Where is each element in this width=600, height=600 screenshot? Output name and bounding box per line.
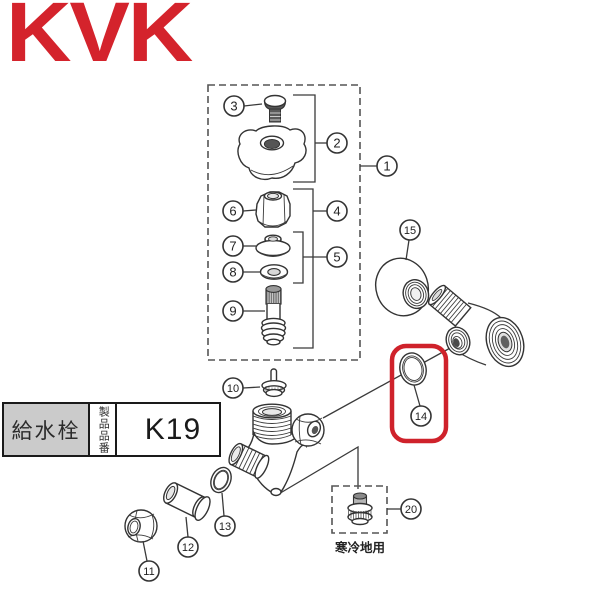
- svg-text:11: 11: [143, 566, 154, 578]
- callout-leaders: [142, 103, 421, 562]
- svg-text:3: 3: [230, 99, 237, 114]
- callout-13[interactable]: 13: [214, 515, 236, 537]
- callout-4[interactable]: 4: [326, 200, 348, 222]
- callout-7[interactable]: 7: [222, 235, 244, 257]
- svg-text:15: 15: [404, 225, 416, 237]
- svg-text:7: 7: [229, 239, 236, 254]
- faucet-body: [228, 403, 325, 497]
- screw-set: [261, 368, 287, 398]
- kvk-logo: KVK: [6, 0, 193, 79]
- svg-text:8: 8: [229, 265, 236, 280]
- handle-screw: [263, 94, 287, 123]
- callout-3[interactable]: 3: [223, 95, 245, 117]
- callout-11[interactable]: 11: [138, 560, 160, 582]
- callout-14[interactable]: 14: [410, 405, 432, 427]
- svg-text:6: 6: [229, 204, 236, 219]
- ring: [210, 466, 232, 494]
- product-table: 給水栓 製品品番 K19: [2, 402, 221, 457]
- washer: [259, 264, 289, 280]
- bracket-2: [293, 94, 327, 183]
- drain-plug: [347, 492, 373, 526]
- handle: [237, 125, 307, 181]
- callout-20[interactable]: 20: [400, 498, 422, 520]
- bonnet-nut: [255, 191, 291, 228]
- spindle: [260, 285, 287, 346]
- callout-15[interactable]: 15: [399, 219, 421, 241]
- assembly-box: [207, 84, 361, 361]
- svg-text:14: 14: [415, 411, 427, 423]
- bracket-5: [293, 231, 327, 284]
- callout-5[interactable]: 5: [326, 246, 348, 268]
- callout-2[interactable]: 2: [326, 132, 348, 154]
- svg-text:5: 5: [333, 250, 340, 265]
- callout-1[interactable]: 1: [376, 155, 398, 177]
- packing-holder: [255, 234, 291, 257]
- svg-text:10: 10: [227, 383, 239, 395]
- callout-12[interactable]: 12: [177, 536, 199, 558]
- svg-text:20: 20: [405, 504, 417, 516]
- bracket-4: [293, 188, 327, 349]
- svg-text:9: 9: [229, 304, 236, 319]
- cold-region-label: 寒冷地用: [334, 540, 385, 555]
- product-code-cell: K19: [117, 404, 219, 455]
- sleeve: [163, 482, 211, 522]
- product-code-label-cell: 製品品番: [90, 404, 117, 455]
- leader-lines: [276, 346, 453, 496]
- svg-text:4: 4: [333, 204, 340, 219]
- callout-6[interactable]: 6: [222, 200, 244, 222]
- product-name-cell: 給水栓: [4, 404, 90, 455]
- cap-nut: [124, 509, 158, 543]
- highlight-box-part-14: [389, 343, 449, 444]
- svg-text:2: 2: [333, 136, 340, 151]
- svg-text:1: 1: [383, 159, 390, 174]
- o-ring: [399, 352, 427, 386]
- callout-9[interactable]: 9: [222, 300, 244, 322]
- svg-text:13: 13: [219, 521, 231, 533]
- callout-8[interactable]: 8: [222, 261, 244, 283]
- wall-fitting: [427, 284, 525, 368]
- escutcheon: [374, 257, 430, 317]
- svg-text:12: 12: [182, 542, 194, 554]
- callout-10[interactable]: 10: [222, 377, 244, 399]
